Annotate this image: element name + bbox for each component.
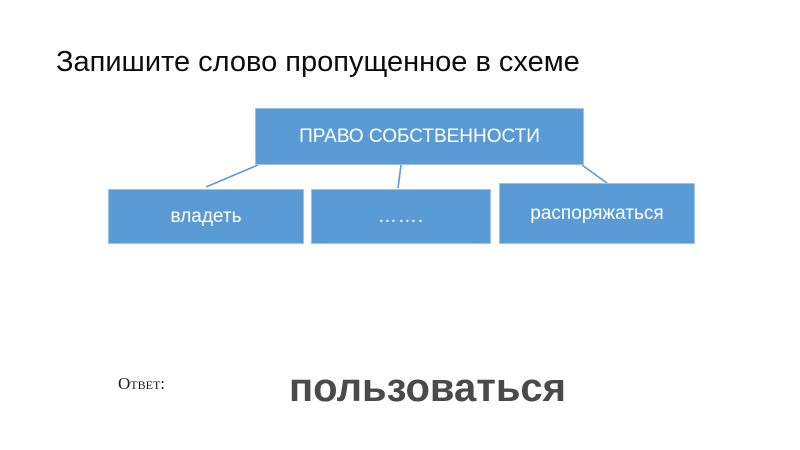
connector-root-to-child-2: [397, 164, 402, 189]
page-title: Запишите слово пропущенное в схеме: [56, 46, 580, 78]
diagram-node-missing-blank[interactable]: …….: [311, 189, 491, 244]
answer-value: пользоваться: [289, 366, 566, 410]
diagram-node-rasporyazhatsya[interactable]: распоряжаться: [499, 183, 695, 244]
answer-label: Ответ:: [118, 374, 165, 393]
answer-row: Ответ: пользоваться: [118, 366, 678, 410]
diagram-node-root[interactable]: ПРАВО СОБСТВЕННОСТИ: [255, 108, 584, 165]
diagram-node-vladet[interactable]: владеть: [108, 189, 304, 244]
connector-root-to-child-1: [205, 164, 259, 188]
